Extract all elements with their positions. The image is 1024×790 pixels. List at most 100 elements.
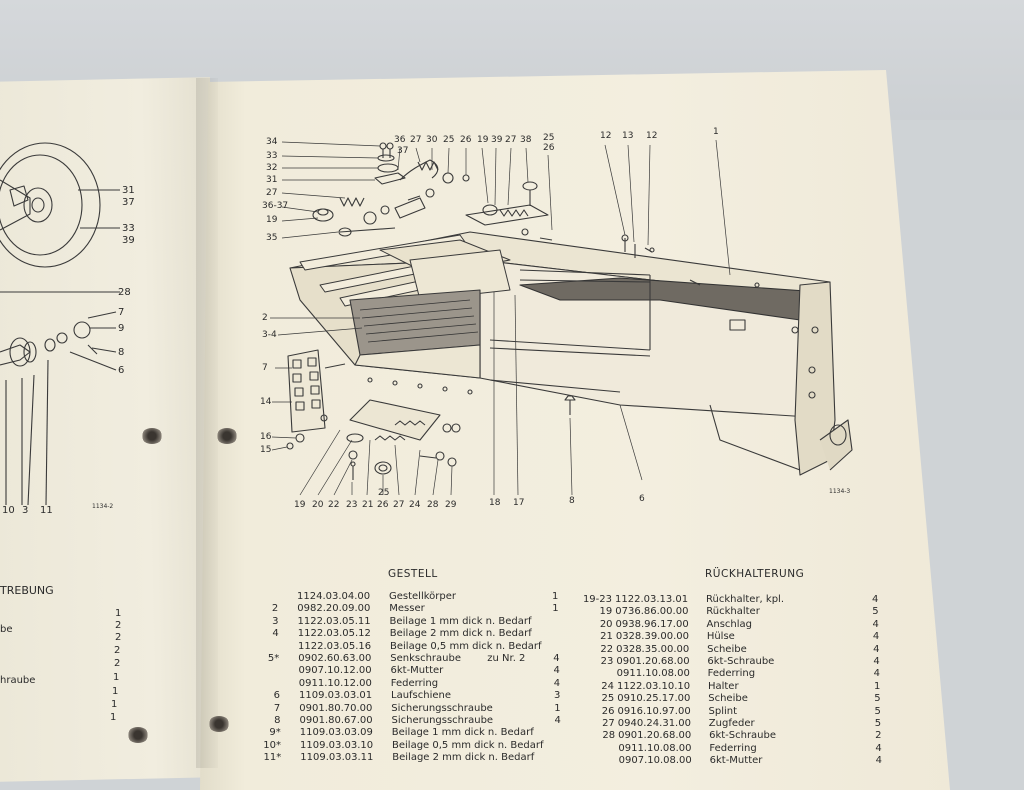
callout: 10 <box>2 505 15 516</box>
part-number: 0938.96.17.00 <box>615 618 689 630</box>
callout: 3 <box>22 505 29 516</box>
callout: 6 <box>639 494 645 504</box>
part-number: 0328.39.00.00 <box>615 631 689 643</box>
quantity: 4 <box>553 653 560 664</box>
axle-illustration <box>0 291 120 506</box>
exploded-bottom-parts <box>286 349 576 480</box>
part-number: 1122.03.05.16 <box>298 640 372 652</box>
callout: 35 <box>266 233 278 243</box>
exploded-top-parts <box>312 142 655 258</box>
part-name: Anschlag <box>706 618 753 630</box>
page-gutter <box>196 78 218 768</box>
part-number: 0910.25.17.00 <box>617 693 691 705</box>
callout: 6 <box>118 365 125 376</box>
callout: 36-37 <box>262 201 289 211</box>
quantity: 4 <box>875 742 882 754</box>
section-heading: TREBUNG <box>0 584 54 597</box>
pos-number: 24 <box>601 680 614 692</box>
drawing-id: 1134-3 <box>829 488 851 495</box>
part-name: Rückhalter, kpl. <box>706 594 785 605</box>
quantity: 4 <box>875 755 882 767</box>
part-number: 0911.10.08.00 <box>616 668 690 680</box>
part-number: 0901.80.67.00 <box>299 715 373 726</box>
callout: 39 <box>122 235 135 246</box>
part-name: 6kt-Mutter <box>709 755 763 767</box>
qty: 1 <box>111 699 118 710</box>
pos-number: 11* <box>263 752 282 764</box>
wheel-illustration <box>0 142 120 268</box>
part-number: 0907.10.12.00 <box>298 665 372 677</box>
callout: 22 <box>328 500 340 510</box>
pos-number: 7 <box>273 702 281 714</box>
callout: 27 <box>505 135 517 145</box>
callout: 30 <box>426 135 438 145</box>
part-name: Splint <box>708 705 738 717</box>
part-name: Federring <box>707 668 756 680</box>
quantity: 5 <box>874 705 881 717</box>
pos-number: 22 <box>600 643 614 655</box>
part-number: 1122.03.13.01 <box>615 594 689 605</box>
callout: 26 <box>543 143 555 153</box>
part-name: Rückhalter <box>706 606 760 618</box>
callout: 14 <box>260 397 272 407</box>
quantity: 1 <box>554 702 561 714</box>
part-number: 1122.03.05.11 <box>297 615 371 627</box>
part-number: 1109.03.03.09 <box>299 727 373 739</box>
part-name: 6kt-Schraube <box>707 656 775 667</box>
part-name: Scheibe <box>708 693 748 705</box>
part-number: 1109.03.03.01 <box>299 690 373 702</box>
callout: 12 <box>600 131 612 141</box>
callout: 25 <box>443 135 455 145</box>
quantity: 4 <box>872 594 879 605</box>
part-number: 0736.86.00.00 <box>615 606 689 618</box>
part-number: 1109.03.03.10 <box>300 739 374 751</box>
part-name: Gestellkörper <box>389 591 457 602</box>
part-name: 6kt-Mutter <box>390 665 444 677</box>
part-number: 0916.10.97.00 <box>617 705 691 717</box>
punch-hole <box>127 727 149 743</box>
callout: 31 <box>122 185 135 196</box>
callout: 17 <box>513 498 525 508</box>
pos-number: 3 <box>272 615 279 627</box>
pos-number: 26 <box>601 705 615 717</box>
callout: 1 <box>713 127 719 137</box>
qty: 2 <box>114 645 121 656</box>
pos-number: 25 <box>601 693 615 705</box>
pos-number: 5* <box>267 653 280 664</box>
part-number: 0940.24.31.00 <box>617 718 691 729</box>
leader-lines <box>46 139 731 496</box>
callout: 19 <box>266 215 278 225</box>
quantity: 3 <box>554 690 561 702</box>
pos-number: 4 <box>272 628 279 640</box>
quantity: 2 <box>875 730 882 742</box>
part-number: 0982.20.09.00 <box>297 603 371 615</box>
callout: 13 <box>622 131 634 141</box>
part-name: 6kt-Schraube <box>709 730 777 742</box>
callout: 8 <box>569 496 575 506</box>
quantity: 4 <box>873 656 880 667</box>
quantity: 5 <box>874 718 882 729</box>
pos-number: 21 <box>600 631 613 643</box>
callout: 7 <box>118 307 125 318</box>
part-number: 1122.03.05.12 <box>297 628 371 640</box>
punch-hole <box>216 428 238 444</box>
pos-number: 23 <box>600 656 614 667</box>
quantity: 4 <box>872 631 880 643</box>
part-number: 0911.10.08.00 <box>618 742 692 754</box>
callout: 7 <box>262 363 268 373</box>
callout: 26 <box>377 500 389 510</box>
callout: 26 <box>460 135 472 145</box>
punch-hole <box>208 716 230 732</box>
pos-number: 2 <box>271 603 279 615</box>
callout: 19 <box>477 135 489 145</box>
part-name: Beilage 0,5 mm dick n. Bedarf <box>392 739 544 751</box>
callout: 16 <box>260 432 272 442</box>
pos-number: 9* <box>269 727 281 739</box>
pos-number: 20 <box>599 618 613 630</box>
part-name: Zugfeder <box>708 718 755 729</box>
quantity: 4 <box>553 665 560 677</box>
drawing-id: 1134-2 <box>92 503 114 510</box>
part-name: Senkschraube <box>390 653 462 664</box>
callout: 27 <box>266 188 278 198</box>
callout: 37 <box>397 146 409 156</box>
